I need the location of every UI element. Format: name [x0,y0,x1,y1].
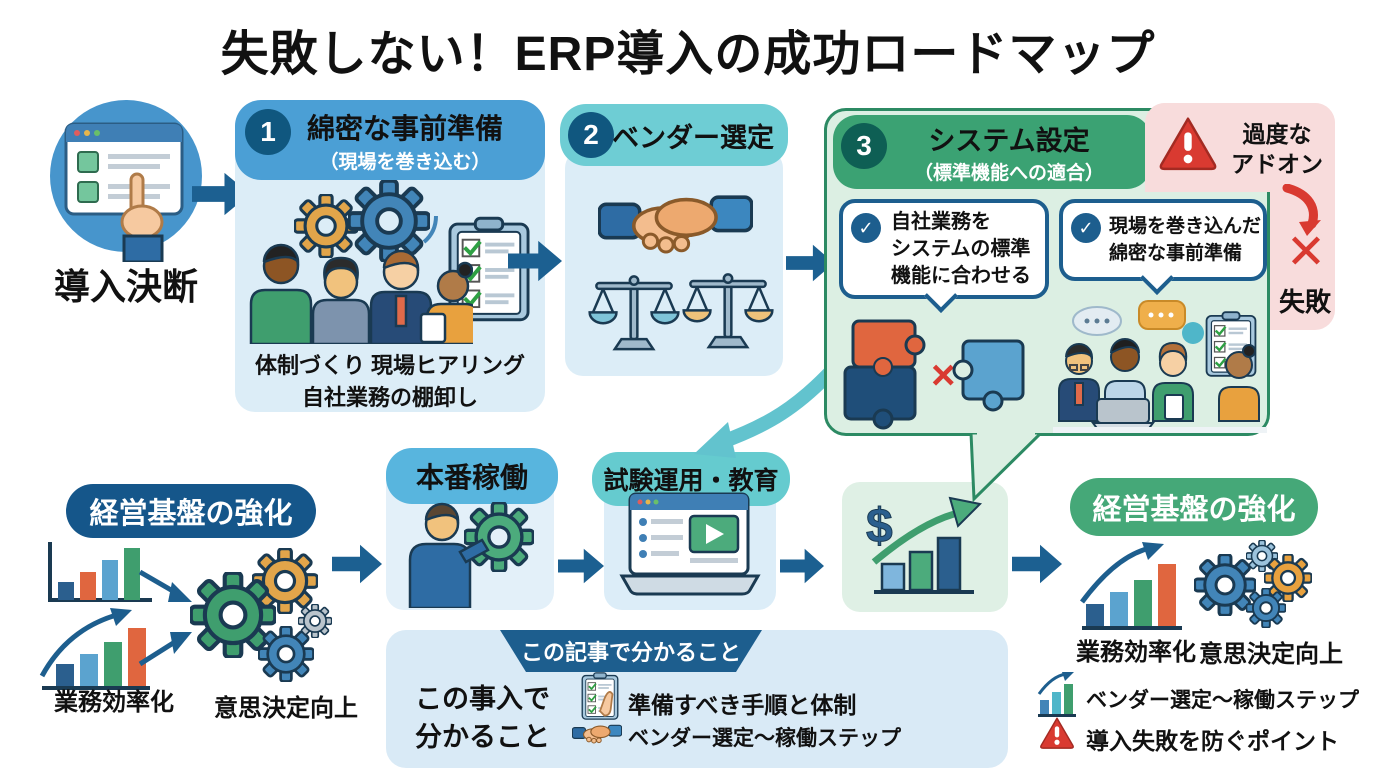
outcome-left-label1: 業務効率化 [54,689,174,716]
warning-triangle-icon [1159,117,1217,171]
outcome-right-gears-icon [1194,540,1312,628]
legend-item2: 導入失敗を防ぐポイント [1086,728,1339,754]
outcome-right-pill: 経営基盤の強化 [1070,478,1318,536]
info-ribbon: この記事で分かること [500,630,762,672]
step1-people-icon [249,243,473,344]
trial-laptop-icon [619,492,761,596]
checklist-hand-icon [581,672,619,720]
step1-subtitle: （現場を巻き込む） [319,151,491,173]
step3-subtitle: （標準機能への適合） [913,163,1104,184]
check-icon: ✓ [851,213,881,243]
info-item2: ベンダー選定～稼働ステップ [628,727,901,750]
legend-item1: ベンダー選定～稼働ステップ [1086,689,1359,712]
info-intro: この事入で 分かること [415,684,550,752]
legend-chart-icon [1037,672,1076,717]
fail-x-icon: ✕ [1285,226,1327,279]
step1-caption-1: 体制づくり 現場ヒアリング [254,353,526,378]
step2-scale-blue-icon [588,275,680,351]
step2-number: 2 [568,112,614,158]
puzzle-mismatch-icon: × [843,319,1025,430]
step3-bubble-fit-standard: ✓ 自社業務を システムの標準 機能に合わせる [839,199,1049,313]
outcome-left-chart2-icon [39,608,150,690]
curved-arrow-step3-to-flow [694,357,845,458]
step2-header: 2 ベンダー選定 [560,104,788,166]
outcome-right-chart-icon [1079,542,1182,630]
arrow-growth-to-right [1012,544,1062,584]
outcome-left-connector-arrows [138,569,192,667]
warning-label-line1: 過度な [1242,121,1312,147]
step2-handshake-icon [598,195,753,254]
legend-warning-icon [1040,717,1074,749]
step3-bubble-preparation: ✓ 現場を巻き込んだ 綿密な事前準備 [1059,199,1267,295]
info-item1: 準備すべき手順と体制 [628,692,857,718]
step1-gears-icon [294,180,438,262]
arrow-production-to-trial [558,548,604,584]
check-icon: ✓ [1071,213,1101,243]
outcome-right-label1: 業務効率化 [1076,639,1196,666]
step1-caption-2: 自社業務の棚卸し [301,385,478,410]
arrow-trial-to-growth [780,548,824,584]
outcome-left-pill: 経営基盤の強化 [66,484,316,538]
outcome-right-label2: 意思決定向上 [1199,641,1343,668]
start-label: 導入決断 [53,266,198,307]
arrow-left-to-production [332,544,382,584]
fail-curved-arrow-icon [1282,184,1321,236]
step3-header: 3 システム設定 （標準機能への適合） [833,115,1151,189]
step3-title: システム設定 [928,126,1090,156]
step2-scale-orange-icon [682,273,774,349]
page-title: 失敗しない！ERP導入の成功ロードマップ [220,28,1156,81]
fail-label: 失敗 [1278,287,1331,317]
outcome-left-chart1-icon [48,542,152,602]
svg-text:×: × [931,351,956,398]
warning-panel-top: 過度な アドオン [1145,103,1335,192]
step1-title: 綿密な事前準備 [306,112,503,144]
decision-click-icon [50,100,202,262]
production-header: 本番稼働 [386,448,558,504]
step3-tail [969,433,1044,503]
warning-label-line2: アドオン [1231,151,1323,177]
step1-number: 1 [245,109,291,155]
step1-header: 1 綿密な事前準備 （現場を巻き込む） [235,100,545,180]
team-meeting-icon [1053,300,1267,433]
step3-number: 3 [841,123,887,169]
handshake-small-icon [572,724,622,744]
outcome-left-gears-icon [180,548,332,682]
step2-title: ベンダー選定 [612,122,774,153]
outcome-left-label2: 意思決定向上 [214,695,358,722]
dollar-sign: $ [866,500,893,553]
production-person-gear-icon [408,502,534,608]
growth-chart-icon: $ [866,496,983,594]
step2-body [565,150,783,376]
